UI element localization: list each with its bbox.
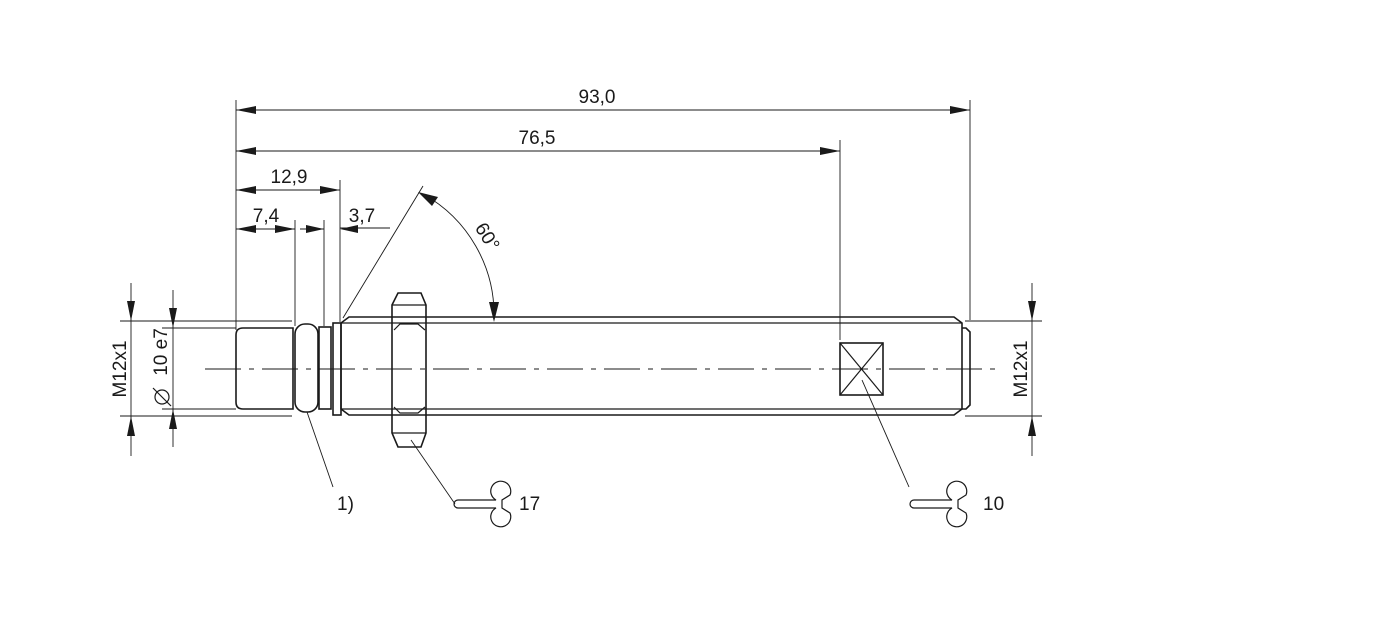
- thread-right-label: M12x1: [1011, 340, 1032, 397]
- thread-left-label: M12x1: [110, 340, 131, 397]
- callout-nut-wrench: 17: [410, 439, 540, 528]
- open-end-wrench-icon: [453, 480, 512, 528]
- dimension-overall-length: 93,0: [236, 87, 970, 114]
- dimension-groove: 3,7: [300, 206, 375, 233]
- thread-length-label: 76,5: [519, 128, 556, 149]
- hex-nut: [391, 292, 427, 448]
- flat-wrench-size-label: 10: [983, 494, 1004, 515]
- sensor-body: [235, 316, 971, 416]
- diameter-label: 10 e7: [151, 328, 172, 376]
- dimension-thread-left: M12x1: [110, 283, 135, 456]
- plug-body-label: 7,4: [253, 206, 280, 227]
- callout-note: 1): [306, 411, 354, 515]
- diameter-symbol-icon: [152, 387, 172, 407]
- callout-flat-wrench: 10: [861, 379, 1004, 528]
- dimension-diameter: 10 e7: [151, 290, 236, 447]
- dimension-thread-length: 76,5: [236, 128, 840, 155]
- dimension-thread-right: M12x1: [1011, 283, 1036, 456]
- nut-wrench-size-label: 17: [519, 494, 540, 515]
- dimension-plug-length: 12,9: [236, 167, 340, 194]
- angle-label: 60°: [470, 219, 503, 254]
- threaded-housing: [340, 316, 963, 416]
- overall-length-label: 93,0: [579, 87, 616, 108]
- o-ring: [294, 323, 319, 413]
- note-label: 1): [337, 494, 354, 515]
- dimension-plug-body: 7,4: [236, 206, 295, 233]
- plug-end: [235, 327, 294, 410]
- neck: [318, 326, 332, 410]
- plug-length-label: 12,9: [271, 167, 308, 188]
- open-end-wrench-icon: [909, 480, 968, 528]
- groove-label: 3,7: [349, 206, 375, 227]
